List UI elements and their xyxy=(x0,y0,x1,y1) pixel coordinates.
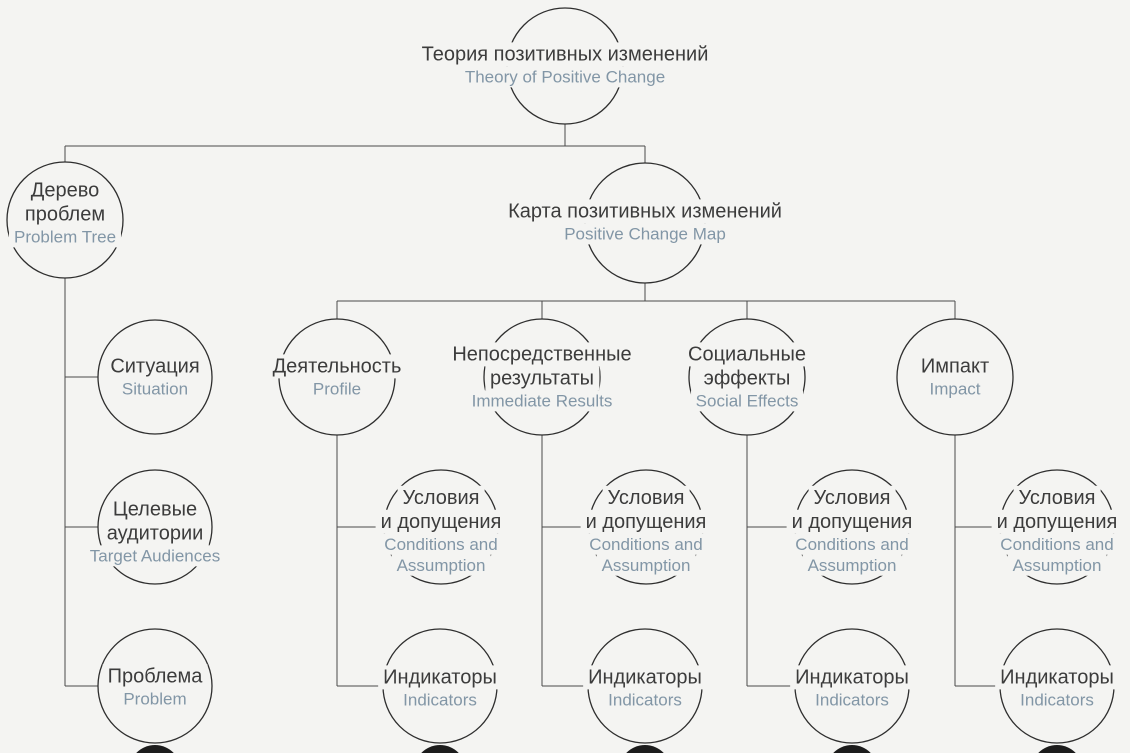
node-indicators-2: Индикаторы Indicators xyxy=(583,665,707,711)
node-immediate-results-subtitle: Immediate Results xyxy=(466,390,618,412)
node-activity-title: Деятельность xyxy=(267,354,407,379)
node-change-map-title: Карта позитивных изменений xyxy=(503,199,787,224)
node-indicators-4-subtitle: Indicators xyxy=(1015,689,1099,711)
node-activity-subtitle: Profile xyxy=(307,378,367,400)
node-impact-subtitle: Impact xyxy=(924,378,986,400)
node-problem-tree: Дерево проблем Problem Tree xyxy=(8,178,122,248)
node-conditions-3-subtitle: Conditions and Assumption xyxy=(790,533,914,576)
node-impact-title: Импакт xyxy=(915,354,995,379)
circle-situation xyxy=(97,319,213,435)
node-immediate-results: Непосредственные результаты Immediate Re… xyxy=(447,342,637,412)
connector-lines xyxy=(64,124,1000,687)
node-activity: Деятельность Profile xyxy=(267,354,407,400)
node-conditions-1-subtitle: Conditions and Assumption xyxy=(379,533,503,576)
node-target-audiences-subtitle: Target Audiences xyxy=(84,545,226,567)
node-social-effects-title: Социальные эффекты xyxy=(683,342,811,391)
node-immediate-results-title: Непосредственные результаты xyxy=(447,342,637,391)
node-conditions-1-title: Условия и допущения xyxy=(375,485,507,534)
node-conditions-2-title: Условия и допущения xyxy=(580,485,712,534)
circle-social-effects xyxy=(688,318,806,436)
node-conditions-2: Условия и допущения Conditions and Assum… xyxy=(580,485,712,577)
node-conditions-3-title: Условия и допущения xyxy=(786,485,918,534)
node-situation-subtitle: Situation xyxy=(116,378,194,400)
node-target-audiences: Целевые аудитории Target Audiences xyxy=(84,497,226,567)
node-indicators-1-subtitle: Indicators xyxy=(398,689,482,711)
node-social-effects-subtitle: Social Effects xyxy=(690,390,804,412)
node-conditions-4-title: Условия и допущения xyxy=(991,485,1123,534)
node-indicators-4-title: Индикаторы xyxy=(995,665,1119,690)
node-impact: Импакт Impact xyxy=(915,354,995,400)
node-indicators-1: Индикаторы Indicators xyxy=(378,665,502,711)
node-change-map: Карта позитивных изменений Positive Chan… xyxy=(503,199,787,245)
node-problem: Проблема Problem xyxy=(102,664,208,710)
node-situation-title: Ситуация xyxy=(105,354,205,379)
node-root-subtitle: Theory of Positive Change xyxy=(459,66,671,88)
bottom-circle-2 xyxy=(421,745,459,753)
node-root-title: Теория позитивных изменений xyxy=(416,42,714,67)
node-situation: Ситуация Situation xyxy=(105,354,205,400)
node-target-audiences-title: Целевые аудитории xyxy=(101,497,209,546)
node-problem-subtitle: Problem xyxy=(118,688,192,710)
node-change-map-subtitle: Positive Change Map xyxy=(559,223,731,245)
node-indicators-2-title: Индикаторы xyxy=(583,665,707,690)
circle-immediate-results xyxy=(483,318,601,436)
node-indicators-2-subtitle: Indicators xyxy=(603,689,687,711)
node-root: Теория позитивных изменений Theory of Po… xyxy=(416,42,714,88)
node-indicators-3-title: Индикаторы xyxy=(790,665,914,690)
circle-problem xyxy=(97,628,213,744)
node-conditions-1: Условия и допущения Conditions and Assum… xyxy=(375,485,507,577)
node-indicators-1-title: Индикаторы xyxy=(378,665,502,690)
bottom-circle-3 xyxy=(626,745,664,753)
circle-target-audiences xyxy=(97,469,213,585)
bottom-circle-1 xyxy=(136,745,174,753)
node-conditions-3: Условия и допущения Conditions and Assum… xyxy=(786,485,918,577)
node-conditions-4: Условия и допущения Conditions and Assum… xyxy=(991,485,1123,577)
bottom-cropped-circles xyxy=(136,745,1076,753)
node-problem-tree-title: Дерево проблем xyxy=(19,178,111,227)
node-conditions-2-subtitle: Conditions and Assumption xyxy=(584,533,708,576)
node-social-effects: Социальные эффекты Social Effects xyxy=(683,342,811,412)
node-indicators-3: Индикаторы Indicators xyxy=(790,665,914,711)
node-problem-title: Проблема xyxy=(102,664,208,689)
bottom-circle-5 xyxy=(1038,745,1076,753)
node-indicators-3-subtitle: Indicators xyxy=(810,689,894,711)
bottom-circle-4 xyxy=(833,745,871,753)
node-problem-tree-subtitle: Problem Tree xyxy=(8,226,122,248)
circle-impact xyxy=(896,318,1014,436)
node-conditions-4-subtitle: Conditions and Assumption xyxy=(995,533,1119,576)
node-indicators-4: Индикаторы Indicators xyxy=(995,665,1119,711)
circle-problem-tree xyxy=(6,161,124,279)
